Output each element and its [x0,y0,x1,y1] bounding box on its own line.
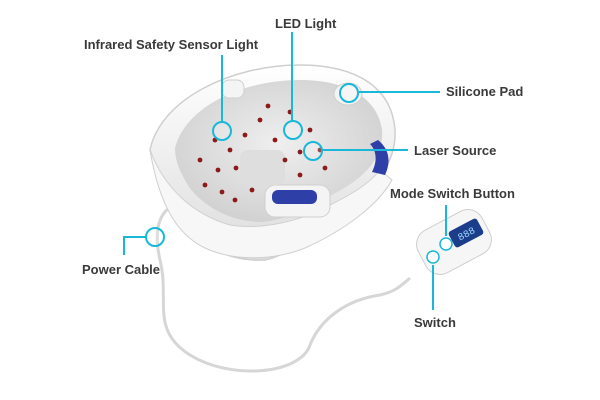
switch-button[interactable] [426,250,440,264]
mode-switch-button[interactable] [439,237,453,251]
led-dots [197,103,328,203]
label-silicone-pad: Silicone Pad [446,84,523,99]
helmet-rim [149,149,393,259]
left-pad [221,79,245,99]
callouts [123,32,447,310]
power-cable [155,202,411,373]
laser-module-accent [272,190,317,204]
side-accent [370,140,389,175]
center-ridge [240,150,285,185]
label-laser-source: Laser Source [414,143,496,158]
label-switch: Switch [414,315,456,330]
label-power-cable: Power Cable [82,262,160,277]
label-infrared-sensor: Infrared Safety Sensor Light [84,37,259,52]
label-led-light: LED Light [275,16,337,31]
remote-control: 888 [416,209,492,275]
label-mode-switch-button: Mode Switch Button [390,186,515,201]
